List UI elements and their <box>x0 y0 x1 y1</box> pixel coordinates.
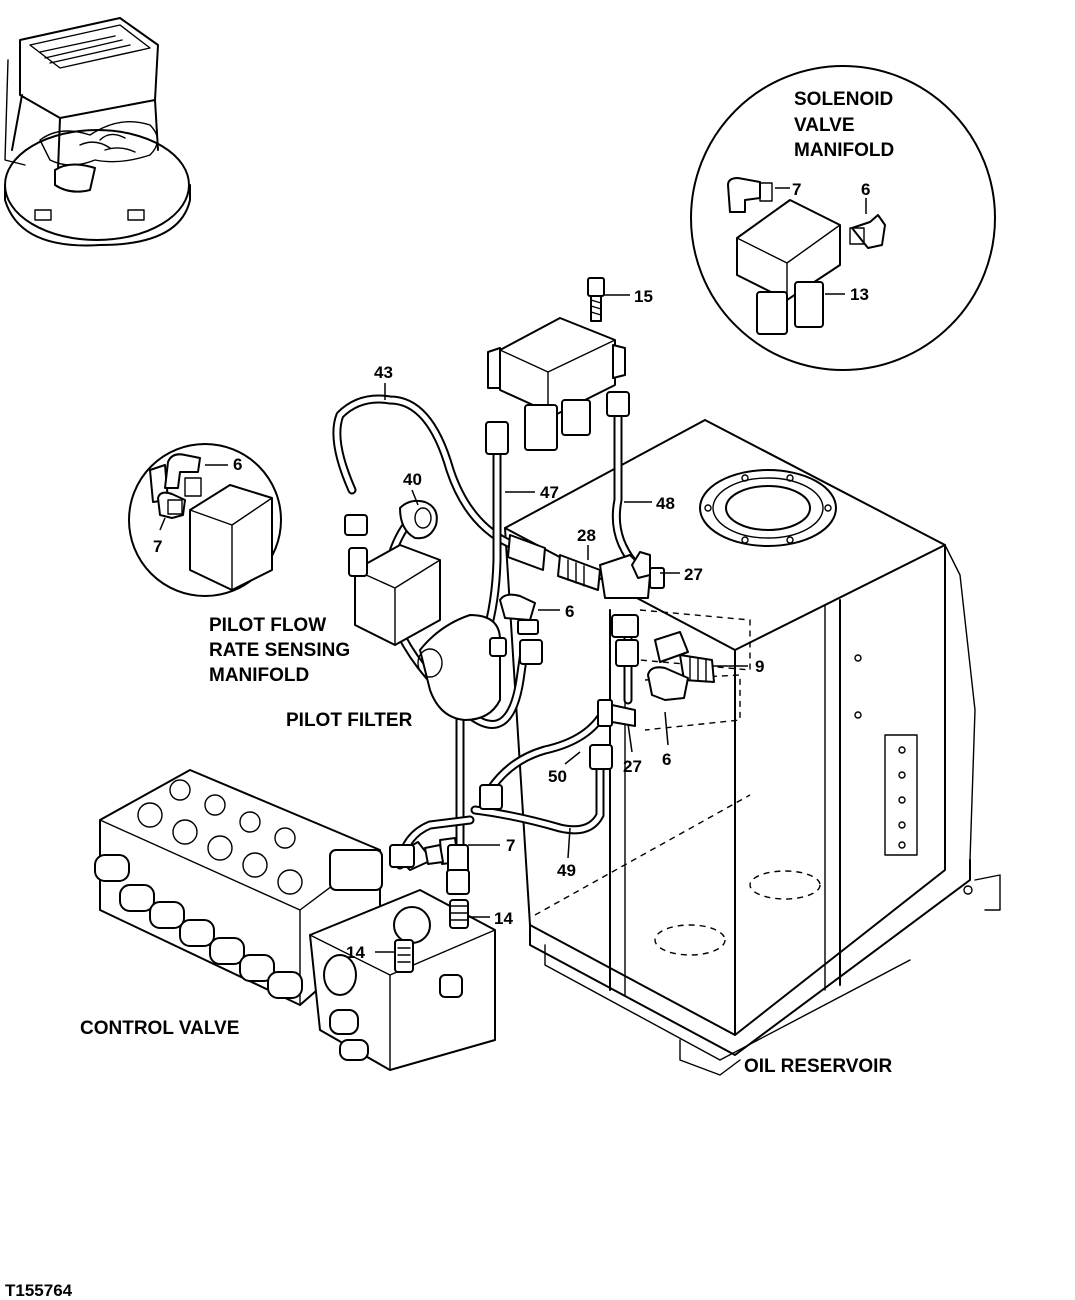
callout-9: 9 <box>755 657 764 676</box>
excavator-locator-thumbnail <box>4 17 191 247</box>
callout-27-upper: 27 <box>684 565 703 584</box>
control-valve <box>94 769 496 1071</box>
callout-6-lower: 6 <box>662 750 671 769</box>
callout-27-lower: 27 <box>623 757 642 776</box>
callout-13: 13 <box>850 285 869 304</box>
callout-43: 43 <box>374 363 393 382</box>
solenoid-manifold-main <box>485 277 630 455</box>
callout-numbers: 7 6 13 15 43 6 7 40 47 48 28 27 6 9 27 6… <box>153 180 870 962</box>
oil-reservoir-label: OIL RESERVOIR <box>744 1056 892 1077</box>
pilot-flow-label-line1: PILOT FLOW <box>209 615 326 636</box>
callout-50: 50 <box>548 767 567 786</box>
callout-48: 48 <box>656 494 675 513</box>
callout-49: 49 <box>557 861 576 880</box>
pilot-flow-manifold-main <box>344 499 441 646</box>
callout-47: 47 <box>540 483 559 502</box>
callout-7-left-detail: 7 <box>153 537 162 556</box>
callout-7-detail: 7 <box>792 180 801 199</box>
solenoid-valve-manifold-detail <box>690 65 996 371</box>
solenoid-label-line3: MANIFOLD <box>794 140 894 161</box>
solenoid-label-line2: VALVE <box>794 115 855 136</box>
drawing-id: T155764 <box>5 1281 73 1300</box>
callout-14-left: 14 <box>346 943 365 962</box>
callout-6-left-detail: 6 <box>233 455 242 474</box>
callout-40: 40 <box>403 470 422 489</box>
pilot-filter <box>417 614 507 721</box>
leader-lines <box>375 294 748 953</box>
callout-6-mid: 6 <box>565 602 574 621</box>
pilot-flow-manifold-detail <box>128 443 282 597</box>
callout-14-right: 14 <box>494 909 513 928</box>
solenoid-label-line1: SOLENOID <box>794 89 893 110</box>
pilot-flow-label-line3: MANIFOLD <box>209 665 309 686</box>
callout-6-detail: 6 <box>861 180 870 199</box>
callout-28: 28 <box>577 526 596 545</box>
callout-15: 15 <box>634 287 653 306</box>
pilot-filter-label: PILOT FILTER <box>286 710 413 731</box>
oil-reservoir-tank <box>504 419 1001 1076</box>
callout-7-lower: 7 <box>506 836 515 855</box>
fittings <box>389 534 715 929</box>
pilot-flow-label-line2: RATE SENSING <box>209 640 350 661</box>
control-valve-label: CONTROL VALVE <box>80 1018 239 1039</box>
diagram-labels: SOLENOID VALVE MANIFOLD PILOT FLOW RATE … <box>5 89 894 1300</box>
